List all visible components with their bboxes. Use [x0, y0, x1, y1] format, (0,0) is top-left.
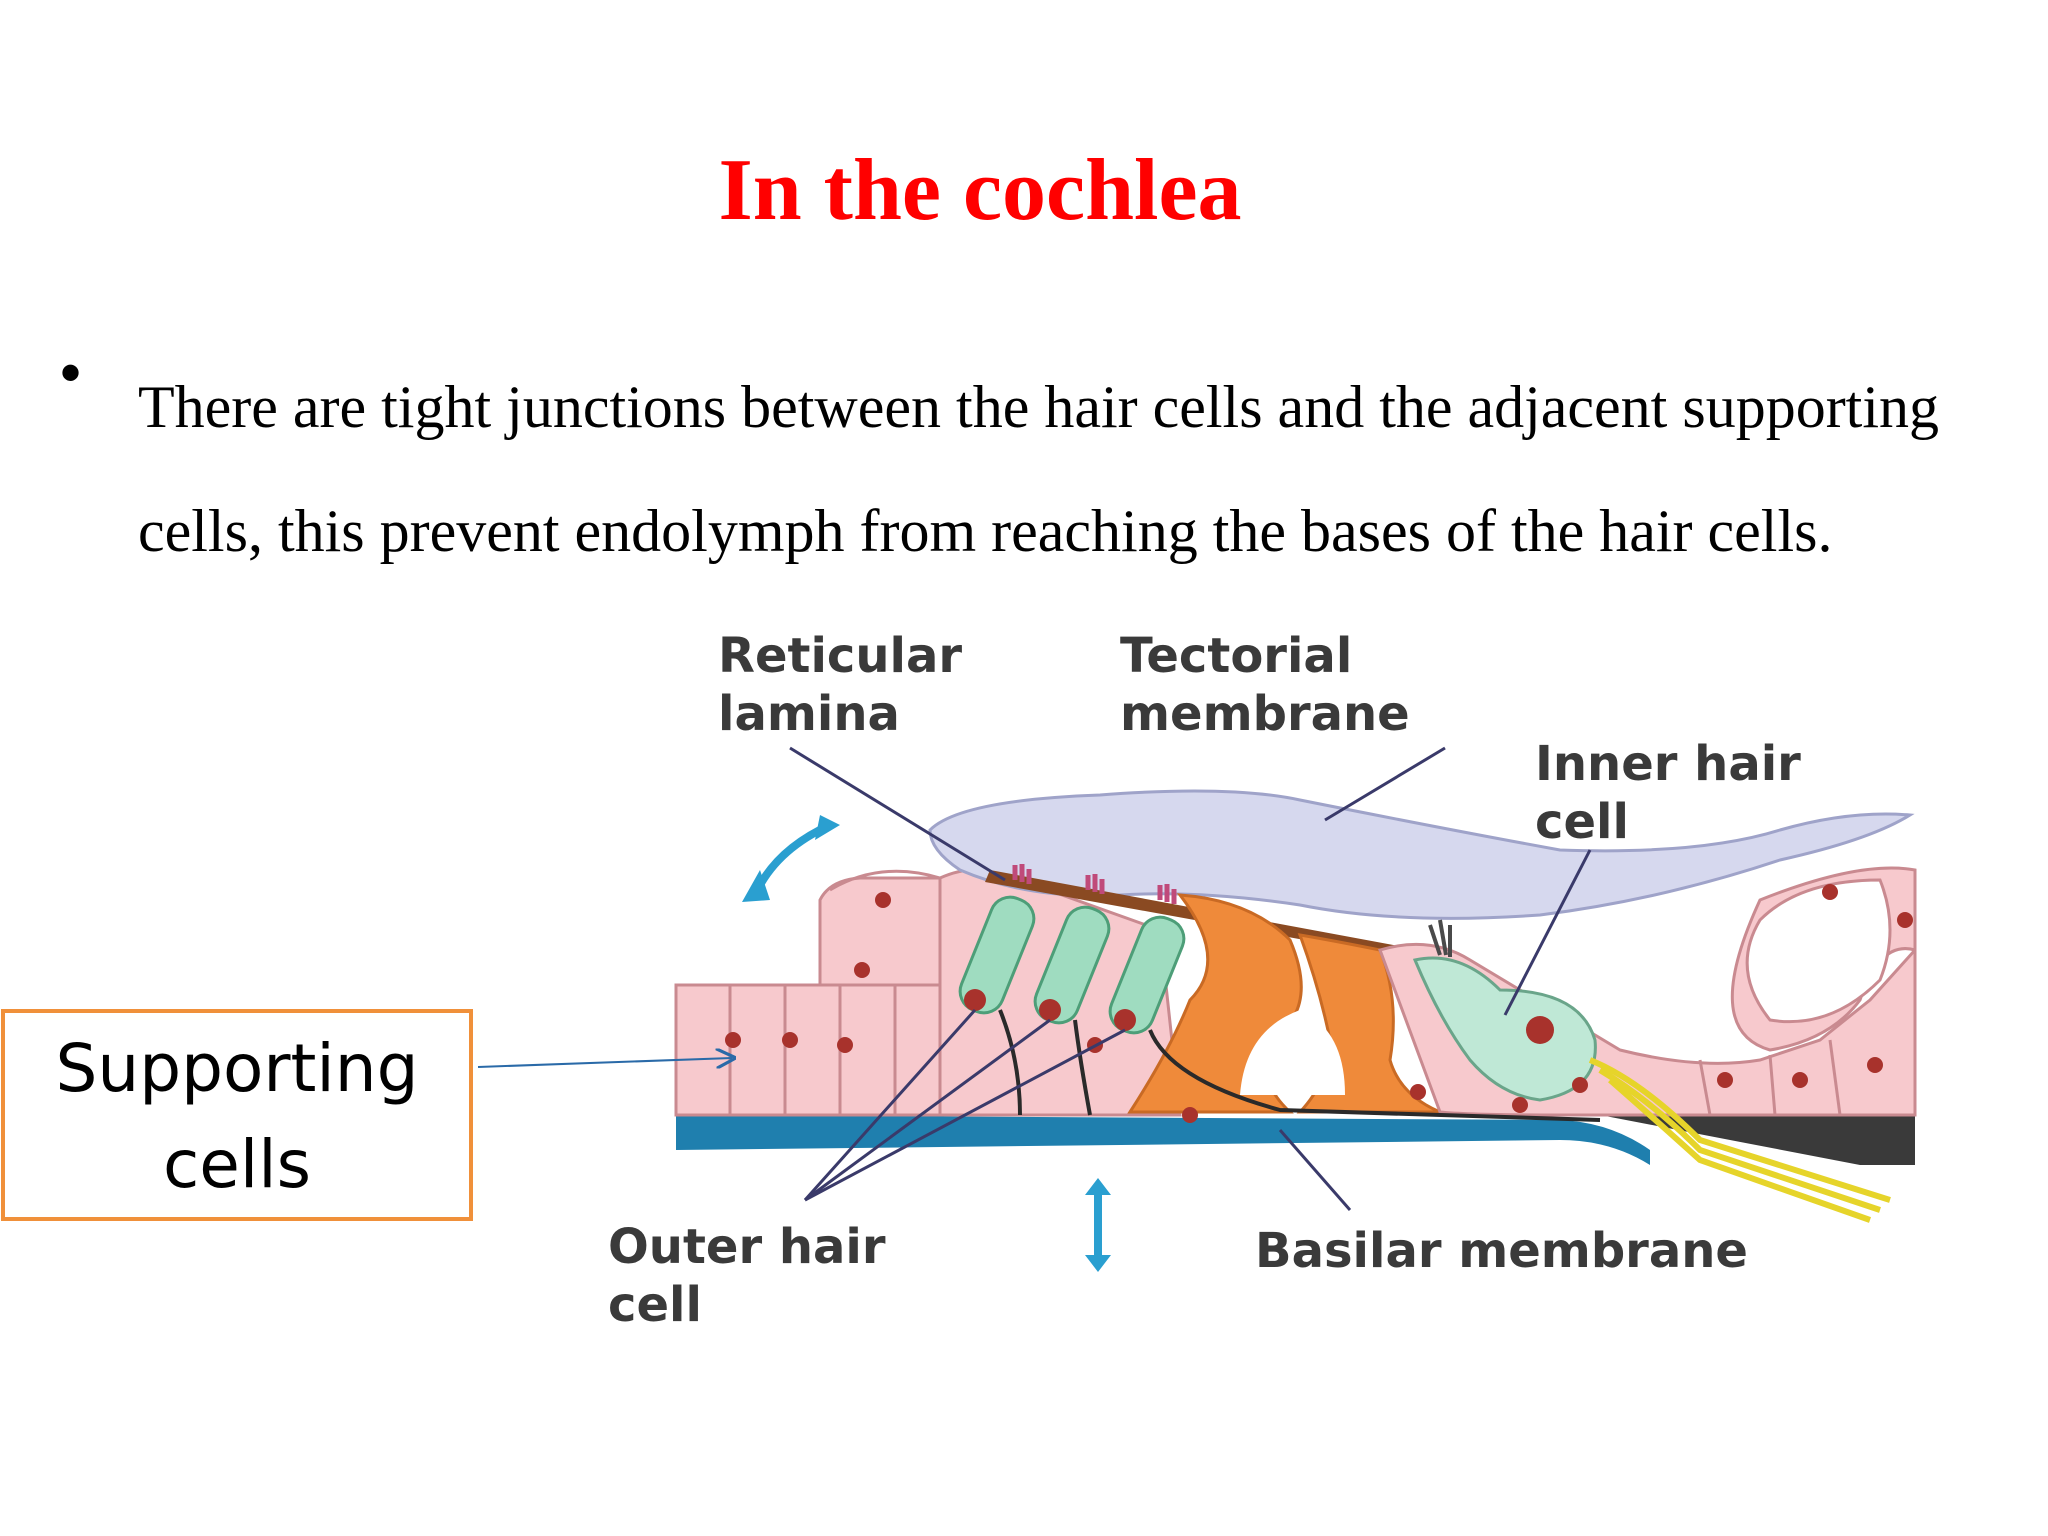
label-tectorial-membrane-1: Tectorial [1120, 628, 1352, 684]
label-inner-hair-cell-2: cell [1535, 794, 1629, 850]
supporting-cells-callout: Supporting cells [1, 1009, 473, 1221]
slide-title: In the cochlea [718, 142, 1242, 239]
nerve-fibres [1588, 1057, 1891, 1223]
label-outer-hair-cell-2: cell [608, 1277, 702, 1333]
inner-hair-cell-nucleus [1526, 1016, 1554, 1044]
bullet-text: There are tight junctions between the ha… [138, 374, 1940, 564]
label-tectorial-membrane-2: membrane [1120, 686, 1410, 742]
label-reticular-lamina-2: lamina [718, 686, 900, 742]
callout-line-2: cells [163, 1126, 311, 1203]
tunnel-of-corti [1240, 1010, 1345, 1095]
supporting-cell-nuclei [725, 884, 1913, 1123]
callout-arrow [477, 1058, 732, 1067]
tectorial-membrane [928, 789, 1915, 920]
leader-lines [789, 746, 1592, 1211]
label-reticular-lamina-1: Reticular [718, 628, 962, 684]
supporting-cells-left [674, 869, 1002, 1117]
callout-line-1: Supporting [55, 1030, 419, 1107]
inner-hair-stereocilia [1428, 919, 1452, 957]
bullet-marker: • [60, 339, 82, 406]
label-outer-hair-cell-1: Outer hair [608, 1219, 886, 1275]
label-basilar-membrane: Basilar membrane [1255, 1223, 1748, 1279]
efferent-fibres [998, 1009, 1601, 1122]
label-inner-hair-cell-1: Inner hair [1535, 736, 1801, 792]
outer-hair-cells [958, 864, 1186, 1035]
inner-hair-cell [1412, 956, 1597, 1102]
supporting-cells-right [1378, 866, 1917, 1117]
basilar-membrane [676, 1115, 1650, 1165]
